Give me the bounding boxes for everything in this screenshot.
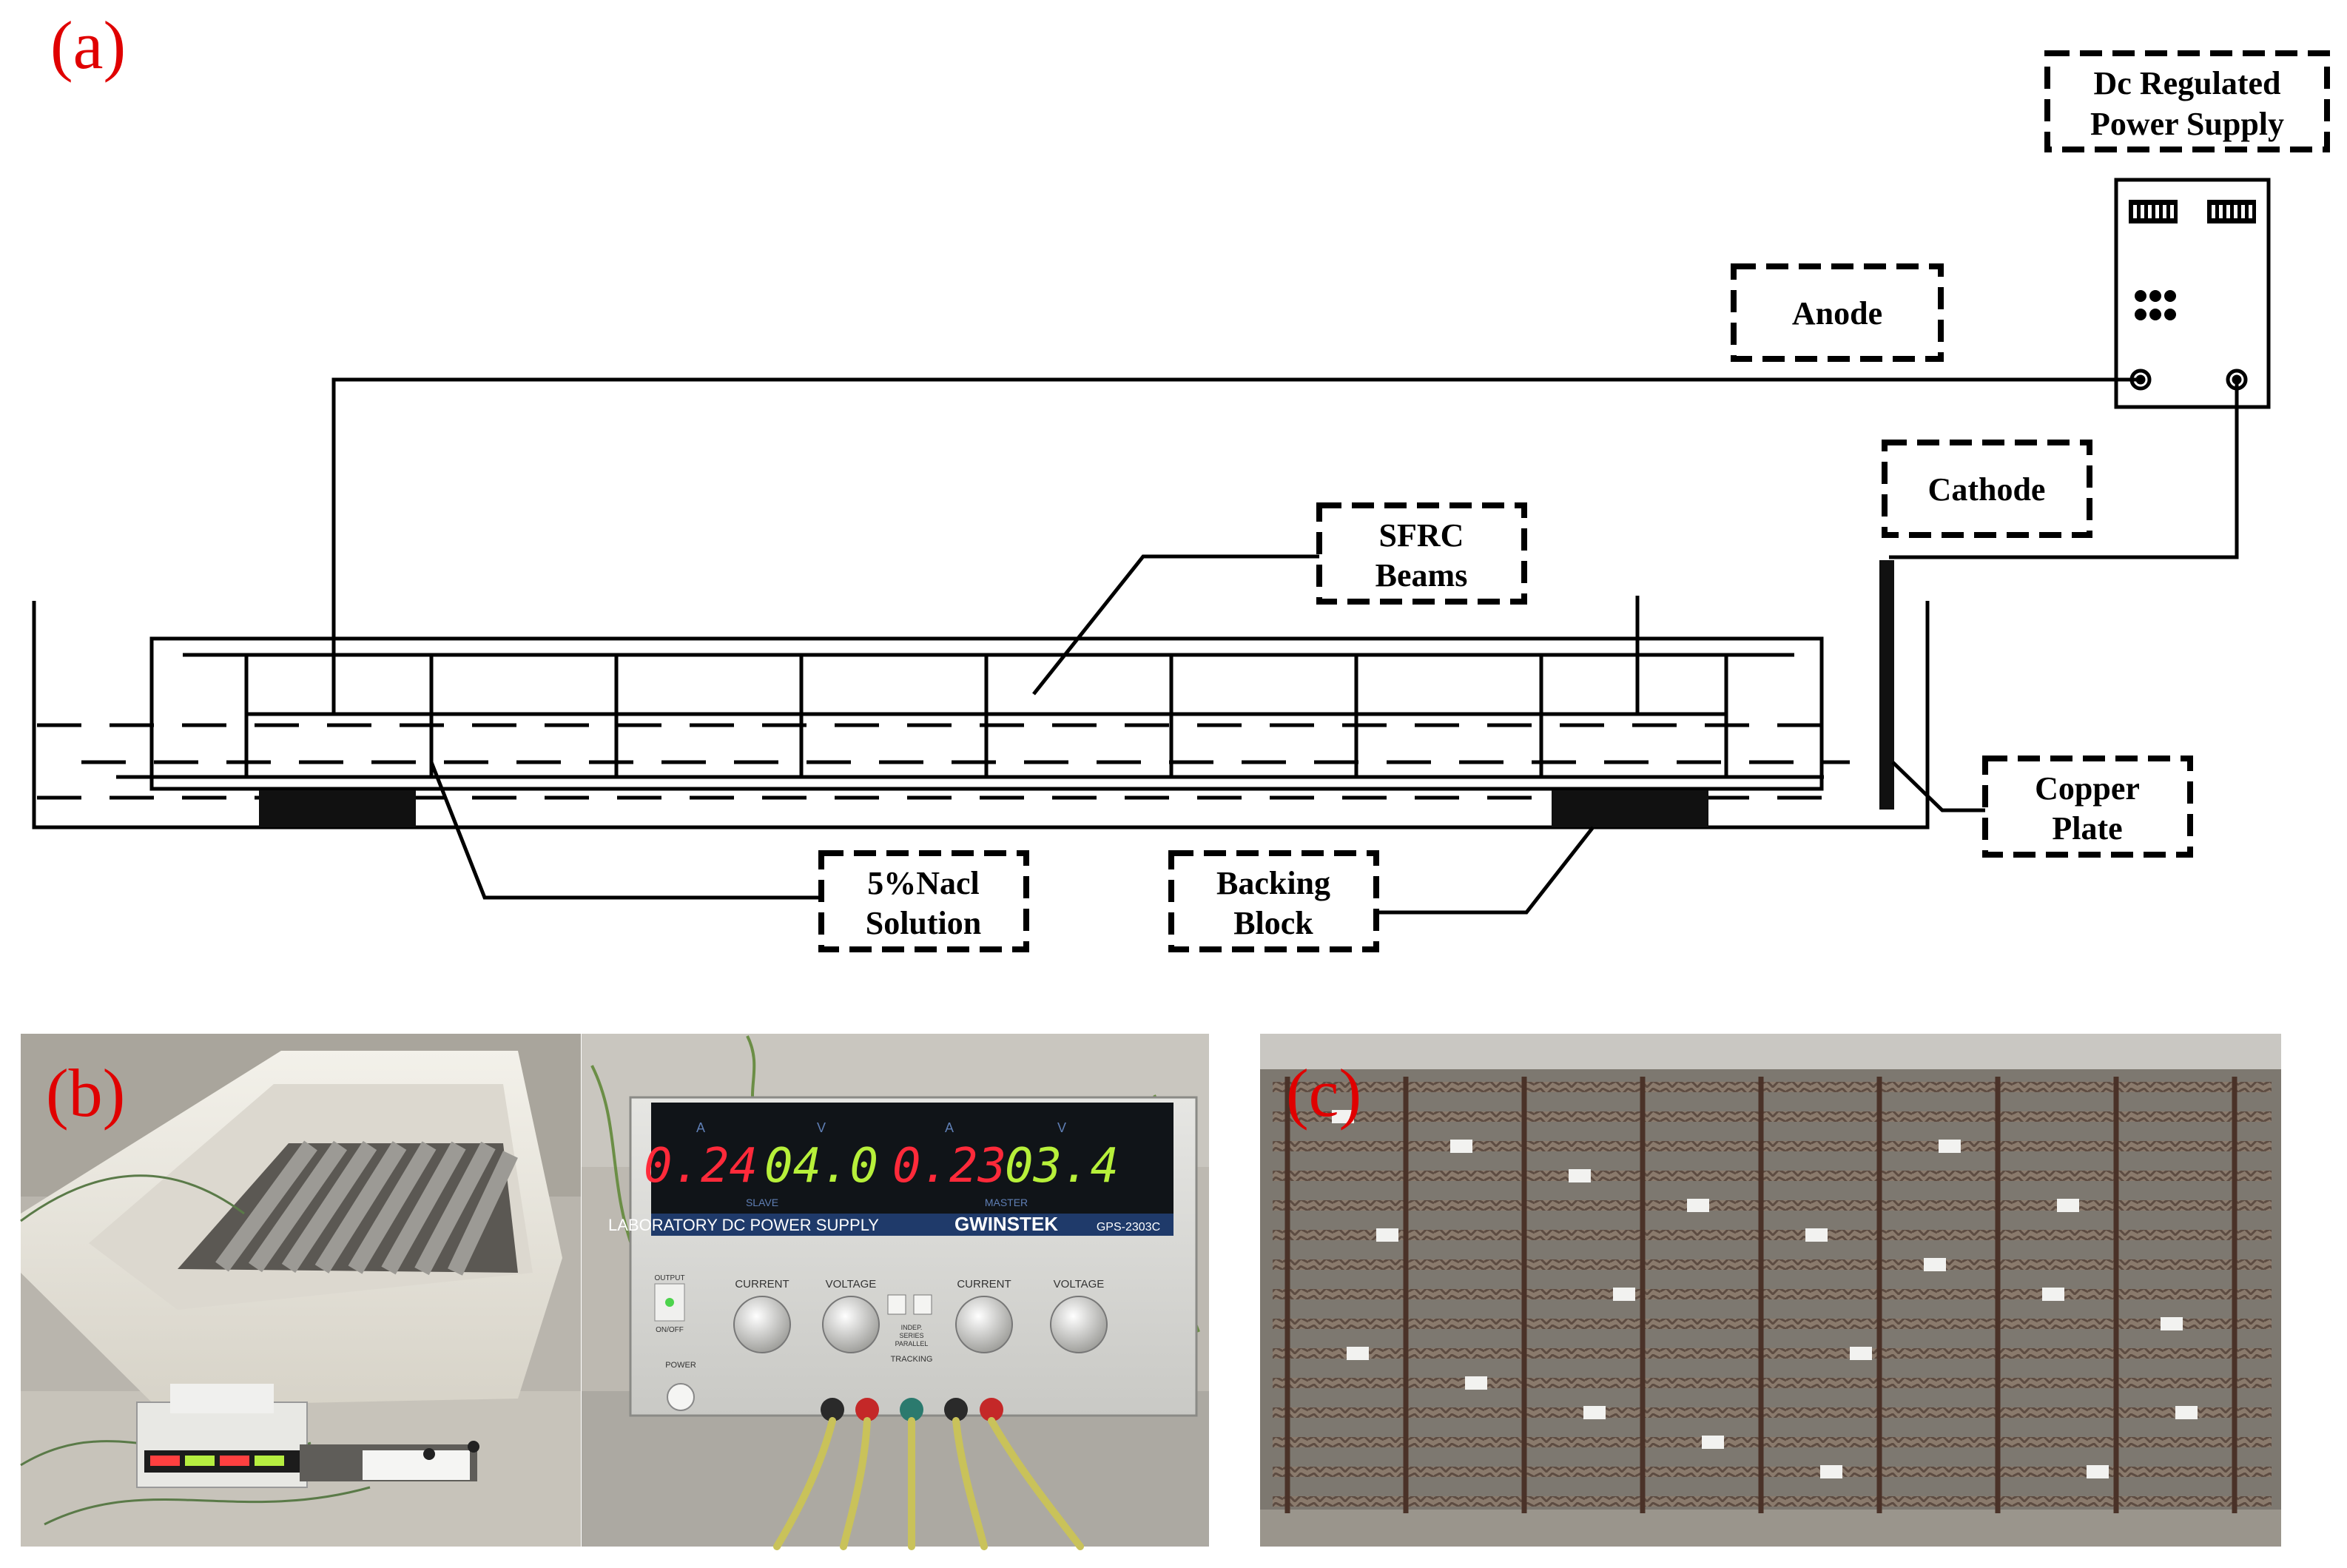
power-strip	[363, 1450, 470, 1480]
photo-b-psu: 0.24 04.0 0.23 03.4 A V A V SLAVE MASTER…	[582, 1034, 1209, 1550]
panel-label-c: (c)	[1286, 1055, 1361, 1131]
cathode-label-box	[1882, 440, 2092, 538]
readout-unit-3: A	[945, 1120, 954, 1135]
power-supply-label-box	[2044, 50, 2330, 152]
backing-label-line2: Block	[1233, 905, 1313, 941]
readout-current-slave: 0.24	[644, 1139, 758, 1194]
nacl-leader	[429, 761, 821, 900]
channel-label-slave: SLAVE	[746, 1197, 778, 1208]
anode-label: Anode	[1792, 295, 1882, 332]
knob-current-master	[955, 1296, 1013, 1353]
photo-c-rebar	[1260, 1034, 2281, 1547]
panel-label-a: (a)	[50, 7, 126, 83]
channel-label-master: MASTER	[985, 1197, 1028, 1208]
tank-outline	[32, 601, 1930, 830]
knob-label-current-1: CURRENT	[735, 1278, 789, 1291]
backing-label-line1: Backing	[1216, 865, 1330, 901]
sfrc-label-box	[1316, 502, 1527, 605]
power-supply-box	[2114, 178, 2271, 409]
binding-posts	[821, 1398, 1003, 1421]
psu-maker-label: GWINSTEK	[954, 1213, 1058, 1235]
copper-leader	[1891, 761, 1985, 812]
knob-label-voltage-1: VOLTAGE	[826, 1278, 877, 1291]
tracking-indep: INDEP.	[901, 1324, 923, 1331]
nacl-label-line2: Solution	[866, 905, 982, 941]
sfrc-label-line2: Beams	[1375, 557, 1468, 593]
backing-leader	[1376, 826, 1595, 915]
power-supply-label-line1: Dc Regulated	[2094, 65, 2281, 101]
readout-voltage-master: 03.4	[1005, 1139, 1119, 1194]
knob-current-slave	[733, 1296, 791, 1353]
nacl-label-box	[818, 850, 1029, 952]
small-power-supply	[136, 1384, 308, 1488]
psu-model-label: GPS-2303C	[1097, 1221, 1160, 1234]
backing-block-right	[1552, 790, 1708, 827]
cathode-label: Cathode	[1928, 471, 2046, 508]
copper-label-line2: Plate	[2052, 810, 2122, 847]
panel-label-b: (b)	[46, 1055, 125, 1131]
power-label: POWER	[665, 1361, 696, 1370]
strain-gauge-markers	[1332, 1110, 2198, 1478]
onoff-label: ON/OFF	[656, 1326, 684, 1334]
copper-label-box	[1982, 756, 2193, 858]
photo-b-tank	[20, 1034, 581, 1547]
readout-unit-2: V	[817, 1120, 826, 1135]
backing-block-left	[259, 790, 416, 827]
specimen-beams	[215, 1140, 518, 1276]
cathode-terminal	[2226, 369, 2248, 391]
knob-voltage-master	[1050, 1296, 1108, 1353]
tracking-parallel: PARALLEL	[895, 1340, 929, 1347]
knob-voltage-slave	[822, 1296, 880, 1353]
anode-wire	[331, 377, 2141, 714]
stirrup-columns	[1284, 1077, 2237, 1513]
readout-unit-1: A	[696, 1120, 705, 1135]
nacl-label-line1: 5%Nacl	[867, 865, 980, 901]
sfrc-leader	[1032, 554, 1319, 696]
beam-frame	[149, 636, 1824, 791]
tracking-series: SERIES	[899, 1332, 923, 1339]
readout-unit-4: V	[1057, 1120, 1066, 1135]
power-button	[667, 1383, 695, 1411]
readout-current-master: 0.23	[892, 1139, 1006, 1194]
power-supply-label-line2: Power Supply	[2090, 106, 2284, 142]
power-supply-icon-details	[2129, 200, 2256, 320]
copper-label-line1: Copper	[2035, 770, 2140, 807]
tracking-label: TRACKING	[891, 1355, 933, 1364]
cathode-wire	[1889, 380, 2239, 559]
sfrc-label-line1: SFRC	[1379, 517, 1464, 553]
knob-label-voltage-2: VOLTAGE	[1054, 1278, 1105, 1291]
diagram-a	[32, 50, 2330, 952]
anode-label-box	[1731, 263, 1944, 362]
rebar-rows	[1273, 1082, 2272, 1507]
anode-terminal	[2129, 369, 2152, 391]
output-label: OUTPUT	[654, 1274, 684, 1282]
stirrups	[244, 596, 1728, 777]
copper-plate	[1879, 560, 1894, 810]
backing-label-box	[1168, 850, 1379, 952]
knob-label-current-2: CURRENT	[957, 1278, 1011, 1291]
psu-brand-label: LABORATORY DC POWER SUPPLY	[608, 1216, 879, 1234]
readout-voltage-slave: 04.0	[764, 1139, 878, 1194]
